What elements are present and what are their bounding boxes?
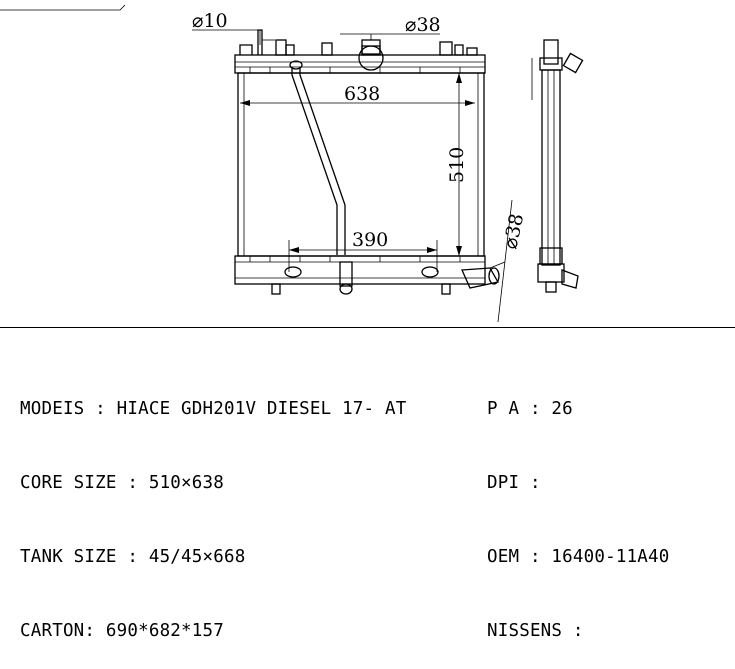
dim-outlet-diameter: ⌀38 xyxy=(499,212,528,251)
dim-overall-width: 638 xyxy=(344,83,380,105)
dim-core-height: 510 xyxy=(446,147,468,183)
spec-tank-size: TANK SIZE : 45/45×668 xyxy=(20,547,246,567)
spec-pa: P A : 26 xyxy=(487,399,573,419)
radiator-front-view xyxy=(234,29,500,295)
radiator-side-view xyxy=(531,39,584,293)
spec-dpi: DPI : xyxy=(487,473,541,493)
dim-pipe-span: 390 xyxy=(352,229,388,251)
spec-carton: CARTON: 690*682*157 xyxy=(20,621,224,641)
spec-nissens: NISSENS : xyxy=(487,621,584,641)
dim-cap-diameter: ⌀38 xyxy=(405,14,441,36)
spec-oem: OEM : 16400-11A40 xyxy=(487,547,670,567)
dim-inlet-diameter: ⌀10 xyxy=(192,10,228,32)
dimension-lines xyxy=(192,29,513,323)
radiator-drawing: ⌀10 ⌀38 638 510 390 ⌀38 xyxy=(0,4,584,323)
section-divider xyxy=(0,327,735,328)
spec-model: MODEIS : HIACE GDH201V DIESEL 17- AT xyxy=(20,399,407,419)
specs-left-column: MODEIS : HIACE GDH201V DIESEL 17- AT COR… xyxy=(20,349,407,669)
specs-right-column: P A : 26 DPI : OEM : 16400-11A40 NISSENS… xyxy=(487,349,670,669)
spec-core-size: CORE SIZE : 510×638 xyxy=(20,473,224,493)
